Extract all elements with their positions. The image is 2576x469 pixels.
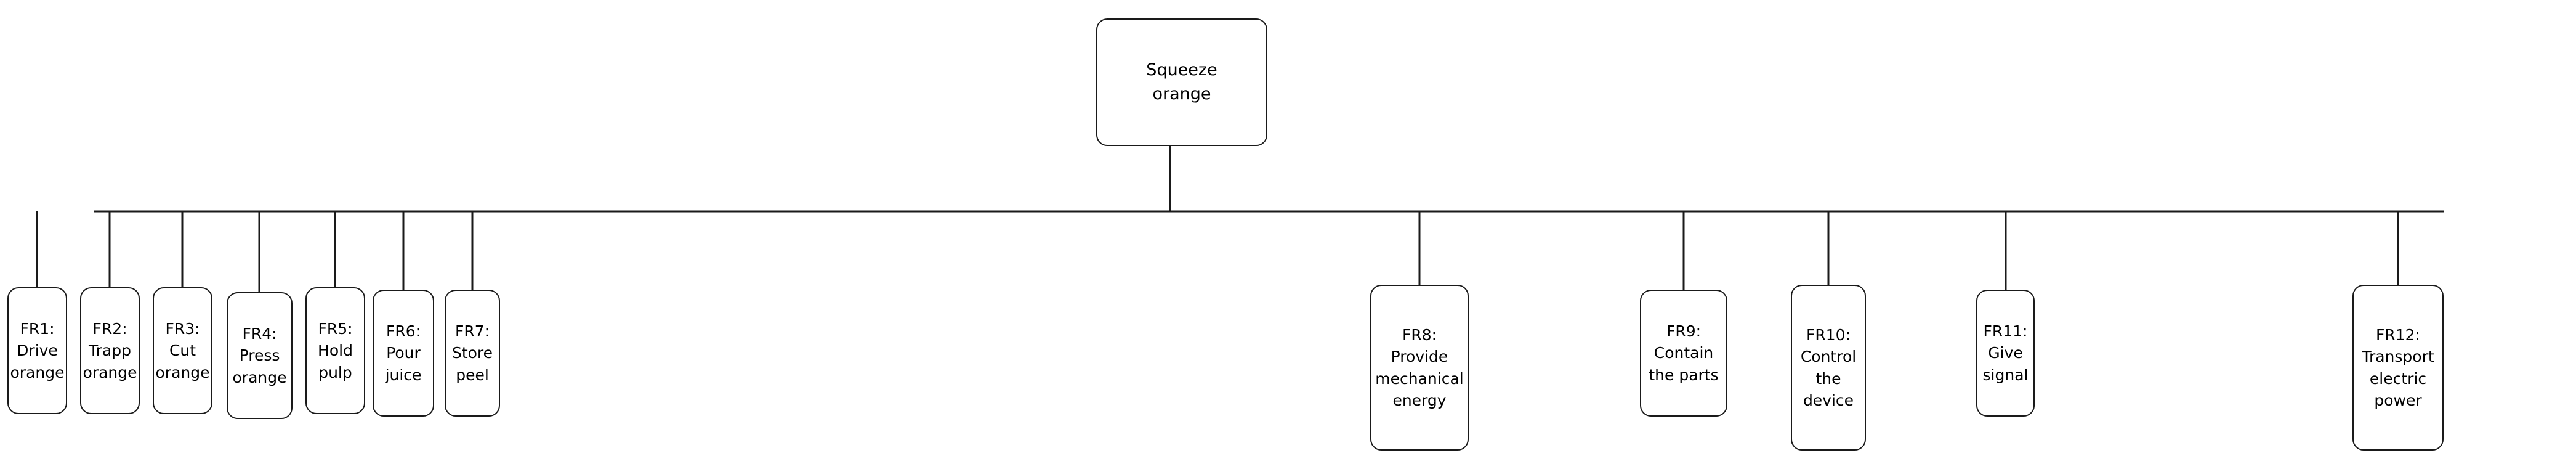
node-label: FR5: Hold pulp [318, 319, 353, 381]
node-label: FR1: Drive orange [10, 319, 65, 381]
node-label: FR11: Give signal [1982, 322, 2029, 384]
node-fr3[interactable]: FR3: Cut orange [153, 287, 212, 414]
node-label: FR4: Press orange [232, 324, 287, 386]
node-fr2[interactable]: FR2: Trapp orange [80, 287, 140, 414]
node-label: FR6: Pour juice [385, 322, 422, 384]
node-fr4[interactable]: FR4: Press orange [227, 292, 293, 419]
root-node-squeeze-orange[interactable]: Squeeze orange [1096, 18, 1267, 146]
node-label: FR12: Transport electric power [2362, 325, 2434, 410]
connector-group [36, 146, 2444, 292]
node-label: FR2: Trapp orange [83, 319, 137, 381]
node-fr10[interactable]: FR10: Control the device [1791, 285, 1866, 451]
node-label: Squeeze orange [1146, 60, 1217, 104]
node-label: FR10: Control the device [1800, 325, 1857, 410]
node-label: FR7: Store peel [451, 322, 493, 384]
node-fr7[interactable]: FR7: Store peel [445, 290, 500, 417]
node-fr8[interactable]: FR8: Provide mechanical energy [1370, 285, 1469, 451]
node-fr6[interactable]: FR6: Pour juice [373, 290, 434, 417]
node-fr5[interactable]: FR5: Hold pulp [305, 287, 365, 414]
node-label: FR8: Provide mechanical energy [1375, 325, 1464, 410]
node-fr11[interactable]: FR11: Give signal [1976, 290, 2035, 417]
node-fr9[interactable]: FR9: Contain the parts [1640, 290, 1727, 417]
node-fr12[interactable]: FR12: Transport electric power [2352, 285, 2444, 451]
node-label: FR3: Cut orange [155, 319, 210, 381]
node-fr1[interactable]: FR1: Drive orange [7, 287, 67, 414]
node-label: FR9: Contain the parts [1649, 322, 1719, 384]
